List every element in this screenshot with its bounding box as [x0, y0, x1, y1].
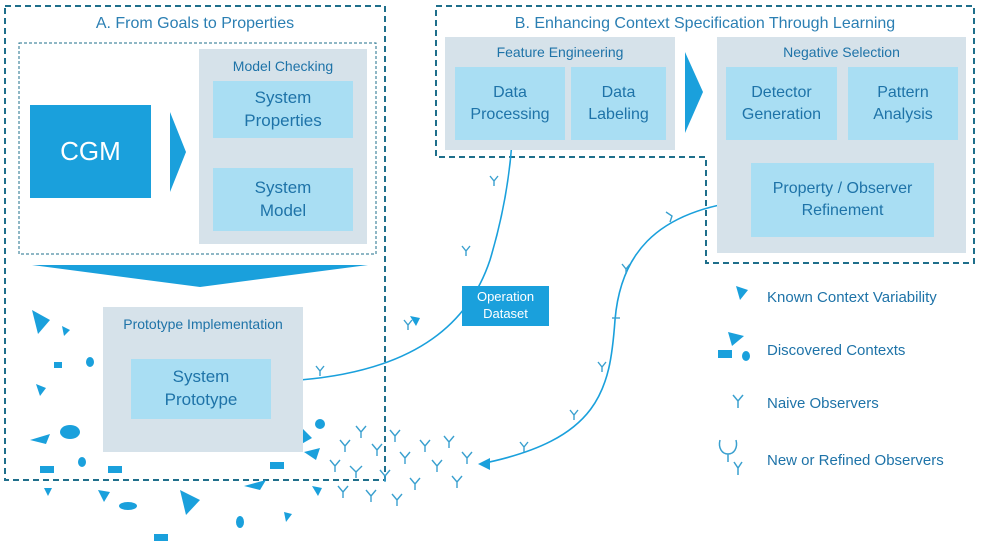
observers-on-curves — [315, 175, 673, 452]
legend-triangle-icon — [736, 286, 748, 300]
cgm-label: CGM — [60, 136, 121, 166]
legend-naive-observers: Naive Observers — [767, 395, 879, 412]
legend-refined-observer-icon — [718, 439, 743, 475]
model-checking-title: Model Checking — [232, 58, 334, 74]
detector-generation-box: Detector Generation — [726, 67, 837, 140]
section-a-border — [4, 5, 386, 481]
section-b-title: B. Enhancing Context Specification Throu… — [514, 15, 896, 32]
pattern-analysis-box: Pattern Analysis — [848, 67, 958, 140]
system-prototype-box: System Prototype — [131, 359, 271, 419]
feature-engineering-title: Feature Engineering — [496, 44, 624, 60]
data-labeling-box: Data Labeling — [571, 67, 666, 140]
prototype-title: Prototype Implementation — [123, 316, 283, 332]
cgm-box: CGM — [30, 105, 151, 198]
section-b-border — [435, 5, 975, 264]
legend-known-context: Known Context Variability — [767, 289, 937, 306]
system-properties-box: System Properties — [213, 81, 353, 138]
operation-dataset-label: Operation Dataset — [462, 286, 549, 326]
legend-refined-observers: New or Refined Observers — [767, 452, 944, 469]
section-a-inner-border — [18, 42, 377, 255]
observer-cloud — [329, 425, 473, 506]
legend-y-observer-icon — [732, 394, 744, 408]
flow-curve-up — [299, 141, 513, 381]
legend-discovered-contexts: Discovered Contexts — [767, 342, 906, 359]
section-a-title: A. From Goals to Properties — [95, 15, 295, 32]
chevron-arrow-right-b — [685, 52, 703, 133]
flow-curve-back — [479, 199, 753, 465]
property-observer-refinement-box: Property / Observer Refinement — [751, 163, 934, 237]
arrowhead-back — [478, 458, 490, 470]
data-processing-box: Data Processing — [455, 67, 565, 140]
chevron-arrow-right — [170, 112, 186, 192]
system-model-box: System Model — [213, 168, 353, 231]
chevron-arrow-down — [32, 265, 368, 287]
negative-selection-title: Negative Selection — [783, 44, 900, 60]
scattered-context-shapes — [30, 310, 420, 541]
legend-shapes-icon — [718, 332, 750, 361]
